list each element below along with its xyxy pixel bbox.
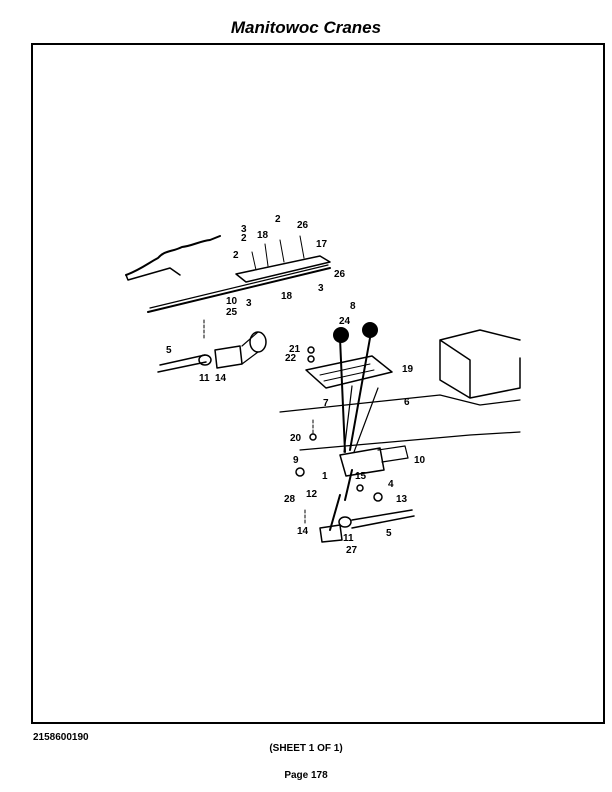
callout: 7 bbox=[323, 398, 329, 409]
callout: 20 bbox=[290, 433, 302, 444]
upper-rod bbox=[147, 267, 331, 313]
callout: 18 bbox=[257, 230, 269, 241]
callout: 9 bbox=[293, 455, 299, 466]
callout: 3 bbox=[318, 283, 324, 294]
sheet-indicator: (SHEET 1 OF 1) bbox=[269, 743, 343, 754]
callout: 2 bbox=[233, 250, 239, 261]
page-title: Manitowoc Cranes bbox=[230, 18, 382, 37]
callout: 17 bbox=[316, 239, 328, 250]
shift-lever-left bbox=[339, 337, 346, 453]
callout: 3 bbox=[241, 224, 247, 235]
callout: 6 bbox=[404, 397, 410, 408]
callout: 18 bbox=[281, 291, 293, 302]
floor-plate bbox=[279, 394, 521, 413]
callout: 21 bbox=[289, 344, 301, 355]
callout: 4 bbox=[388, 479, 394, 490]
shift-plate bbox=[305, 355, 393, 389]
callout: 2 bbox=[275, 214, 281, 225]
callout: 25 bbox=[226, 307, 238, 318]
lower-lever bbox=[157, 354, 207, 373]
panel-outline bbox=[125, 235, 221, 276]
callout: 2 bbox=[241, 233, 247, 244]
knob-right bbox=[362, 322, 378, 338]
callout: 5 bbox=[386, 528, 392, 539]
callout: 5 bbox=[166, 345, 172, 356]
page-number: Page 178 bbox=[284, 770, 328, 781]
lower-bracket bbox=[339, 447, 385, 477]
callout: 3 bbox=[246, 298, 252, 309]
callout: 22 bbox=[285, 353, 297, 364]
callout: 28 bbox=[284, 494, 296, 505]
callout: 12 bbox=[306, 489, 318, 500]
callout: 10 bbox=[226, 296, 238, 307]
callout: 26 bbox=[297, 220, 309, 231]
callout: 19 bbox=[402, 364, 414, 375]
knob-left bbox=[333, 327, 349, 343]
callout: 14 bbox=[297, 526, 309, 537]
cabinet-outline bbox=[439, 329, 521, 399]
callout: 10 bbox=[414, 455, 426, 466]
callout: 8 bbox=[350, 301, 356, 312]
callout: 27 bbox=[346, 545, 358, 556]
callout: 1 bbox=[322, 471, 328, 482]
callout: 11 bbox=[199, 373, 210, 384]
upper-bracket bbox=[235, 255, 331, 283]
callout: 15 bbox=[355, 471, 367, 482]
shift-lever-right bbox=[349, 337, 371, 451]
callout: 24 bbox=[339, 316, 351, 327]
callout: 26 bbox=[334, 269, 346, 280]
diagram-frame bbox=[31, 43, 605, 724]
callout: 11 bbox=[343, 533, 354, 544]
callout: 14 bbox=[215, 373, 227, 384]
callout: 13 bbox=[396, 494, 408, 505]
part-number: 2158600190 bbox=[33, 732, 89, 743]
lower-rod bbox=[329, 469, 353, 531]
